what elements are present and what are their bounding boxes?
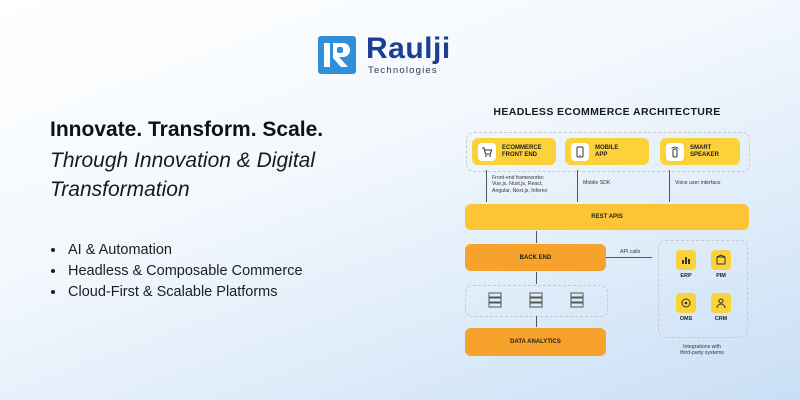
feature-item: AI & Automation: [66, 240, 303, 261]
client-ecommerce-front-end: ECOMMERCE FRONT END: [472, 138, 556, 165]
mobile-app-icon: [571, 142, 589, 161]
brand-name: Raulji: [366, 32, 451, 65]
server-icon: [529, 292, 543, 308]
feature-item: Cloud-First & Scalable Platforms: [66, 282, 303, 303]
smart-speaker-icon: [666, 142, 684, 161]
api-calls-line: [606, 257, 652, 258]
client-label: MOBILE APP: [595, 144, 619, 158]
connector-line: [536, 316, 537, 327]
hero-headline: Innovate. Transform. Scale.: [50, 118, 324, 141]
erp-icon: [676, 250, 696, 270]
brand-logo: Raulji Technologies: [318, 34, 451, 76]
integration-label: ERP: [680, 273, 692, 279]
connector-line: [669, 170, 670, 202]
diagram-title: HEADLESS ECOMMERCE ARCHITECTURE: [493, 106, 721, 118]
data-analytics-layer: DATA ANALYTICS: [465, 328, 606, 356]
cart-icon: [478, 142, 496, 161]
connector-line: [536, 231, 537, 243]
logo-mark-icon: [318, 35, 356, 74]
oms-icon: [676, 293, 696, 313]
api-calls-note: API calls: [620, 249, 641, 255]
connector-line: [486, 170, 487, 202]
integration-label: OMS: [679, 316, 693, 322]
client-smart-speaker: SMART SPEAKER: [660, 138, 740, 165]
feature-list: AI & Automation Headless & Composable Co…: [48, 240, 303, 303]
integration-label: PIM: [716, 273, 726, 279]
client-mobile-app: MOBILE APP: [565, 138, 649, 165]
back-end-layer: BACK END: [465, 244, 606, 271]
integration-label: CRM: [714, 316, 728, 322]
mobile-sdk-note: Mobile SDK: [583, 180, 611, 186]
server-icon: [570, 292, 584, 308]
architecture-diagram: HEADLESS ECOMMERCE ARCHITECTURE ECOMMERC…: [462, 104, 752, 394]
crm-icon: [711, 293, 731, 313]
integrations-group: [658, 240, 748, 338]
client-label: SMART SPEAKER: [690, 144, 720, 158]
clients-group: [466, 132, 750, 172]
feature-item: Headless & Composable Commerce: [66, 261, 303, 282]
brand-subtitle: Technologies: [368, 65, 438, 76]
voice-interface-note: Voice user interface: [675, 180, 721, 186]
pim-icon: [711, 250, 731, 270]
integrations-caption: Integrations with third-party systems: [680, 344, 724, 357]
hero-tagline: Through Innovation & Digital Transformat…: [50, 149, 315, 201]
connector-line: [536, 272, 537, 284]
rest-apis-layer: REST APIS: [465, 204, 749, 230]
server-icon: [488, 292, 502, 308]
connector-line: [577, 170, 578, 202]
frameworks-note: Front-end frameworks: Vue.js, Nuxt.js, R…: [492, 175, 548, 194]
client-label: ECOMMERCE FRONT END: [502, 144, 542, 158]
